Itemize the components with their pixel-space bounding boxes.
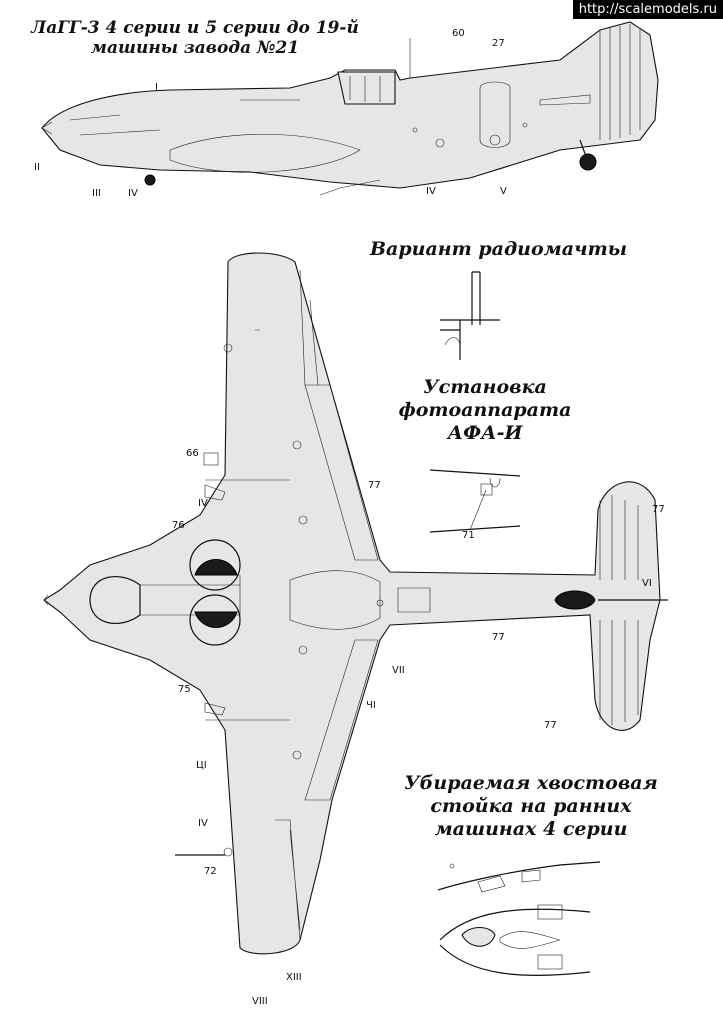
label-ChI-left: ЦI (196, 760, 207, 771)
side-canopy (337, 71, 396, 105)
label-72: 72 (204, 866, 217, 877)
plan-flap-lower (304, 639, 379, 801)
label-VIII: VIII (252, 996, 268, 1007)
side-radiator (169, 133, 361, 173)
main-title-line-1: ЛаГГ-3 4 серии и 5 серии до 19-й (31, 18, 359, 38)
camera-detail (429, 469, 521, 533)
label-III: III (92, 188, 101, 199)
plan-flap-upper (304, 384, 379, 561)
label-77-tail-bottom: 77 (544, 720, 557, 731)
tailwheel-heading-line-1: Убираемая хвостовая (404, 772, 658, 794)
label-27: 27 (492, 38, 505, 49)
watermark[interactable]: http://scalemodels.ru (572, 0, 723, 19)
label-77-tail-top: 77 (652, 504, 665, 515)
label-60: 60 (452, 28, 465, 39)
label-77-tail-left: 77 (492, 632, 505, 643)
label-VII: VII (392, 665, 405, 676)
label-XIII: XIII (286, 972, 302, 983)
tailwheel-heading-line-3: машинах 4 серии (434, 817, 628, 840)
main-title: ЛаГГ-3 4 серии и 5 серии до 19-й машины … (30, 18, 360, 59)
label-V: V (500, 186, 507, 197)
label-IV-side-b: IV (426, 186, 436, 197)
label-76: 76 (172, 520, 185, 531)
radio-mast-heading: Вариант радиомачты (370, 238, 628, 260)
side-view-aircraft (41, 21, 659, 196)
label-IV-side-a: IV (128, 188, 138, 199)
main-title-line-2: машины завода №21 (90, 38, 300, 59)
label-II: II (34, 162, 40, 173)
label-71: 71 (462, 530, 475, 541)
label-ChI: ЧI (366, 700, 376, 711)
tailwheel-heading: Убираемая хвостовая стойка на ранних маш… (396, 772, 666, 840)
plan-cockpit-nose (89, 576, 141, 624)
label-66: 66 (186, 448, 199, 459)
camera-heading-line-2: фотоаппарата (398, 398, 572, 421)
label-I: I (155, 82, 158, 93)
label-75: 75 (178, 684, 191, 695)
tailwheel-detail (437, 861, 601, 976)
camera-heading-line-3: АФА-И (447, 421, 523, 444)
tailwheel-heading-line-2: стойка на ранних (430, 794, 632, 817)
camera-heading: Установка фотоаппарата АФА-И (390, 376, 580, 444)
plan-view-aircraft (43, 252, 668, 955)
label-IV-plan-top: IV (198, 498, 208, 509)
label-IV-plan-bottom: IV (198, 818, 208, 829)
camera-heading-line-1: Установка (423, 376, 547, 398)
radio-mast-detail (440, 271, 500, 360)
label-77-wing: 77 (368, 480, 381, 491)
plan-wheel-upper (189, 539, 241, 591)
label-VI: VI (642, 578, 652, 589)
